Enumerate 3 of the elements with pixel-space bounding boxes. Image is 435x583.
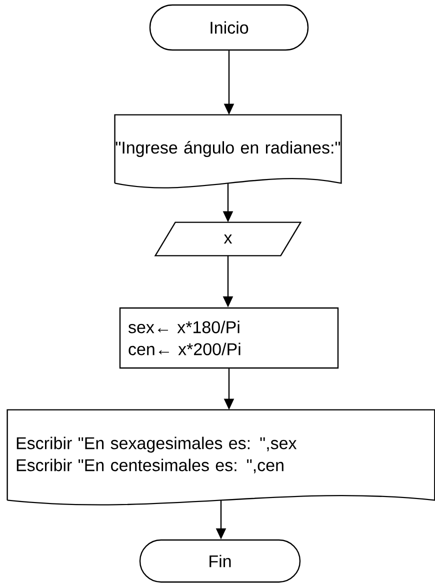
document-shape: Escribir "En sexagesimales es: ",sex Escribir "En centesimales es: ",cen bbox=[6, 409, 435, 506]
document-shape: "Ingrese ángulo en radianes:" bbox=[114, 114, 342, 188]
process-box: sex← x*180/Pi cen← x*200/Pi bbox=[119, 307, 339, 369]
